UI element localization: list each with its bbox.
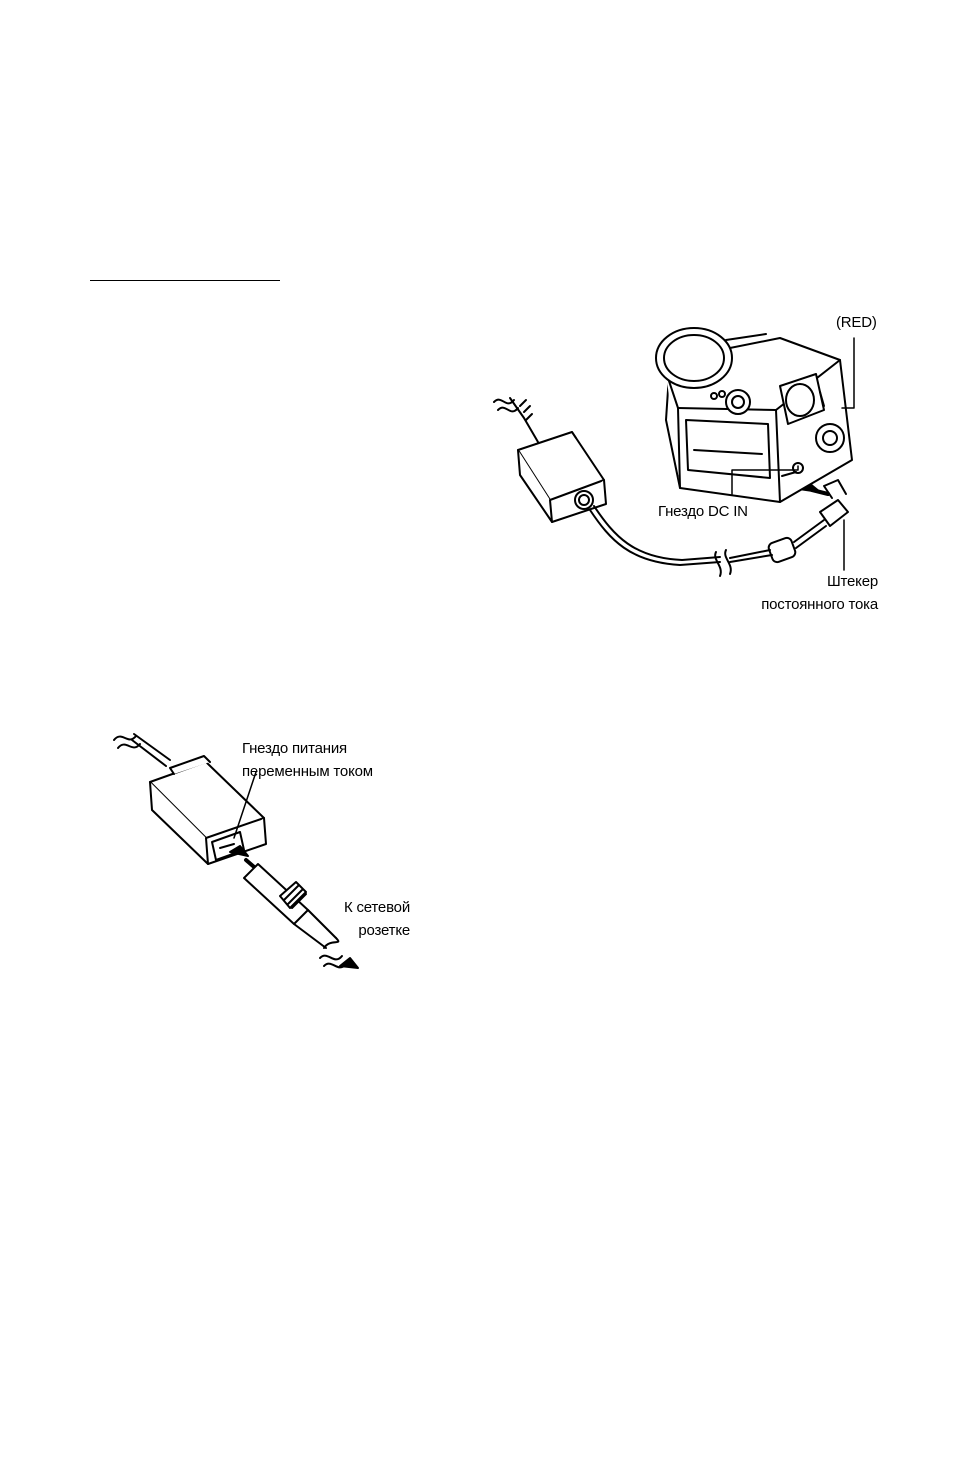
outlet-label-line1: К сетевой	[310, 899, 410, 917]
outlet-label-line2: розетке	[310, 922, 410, 940]
ac-adapter-brick	[518, 432, 606, 522]
ac-cord	[494, 398, 538, 442]
camcorder-body	[656, 328, 852, 502]
ac-inlet-label-line1: Гнездо питания	[242, 740, 347, 758]
dc-in-jack-label: Гнездо DC IN	[658, 503, 748, 521]
ac-inlet-label-line2: переменным током	[242, 763, 373, 781]
dc-plug	[820, 480, 848, 526]
dc-cord-stub	[114, 734, 170, 766]
dc-plug-label-line1: Штекер	[760, 573, 878, 591]
section-heading-rule	[90, 280, 280, 281]
red-marker-label: (RED)	[836, 314, 877, 332]
dc-plug-label-line2: постоянного тока	[740, 596, 878, 614]
arrow-to-outlet	[340, 958, 358, 968]
